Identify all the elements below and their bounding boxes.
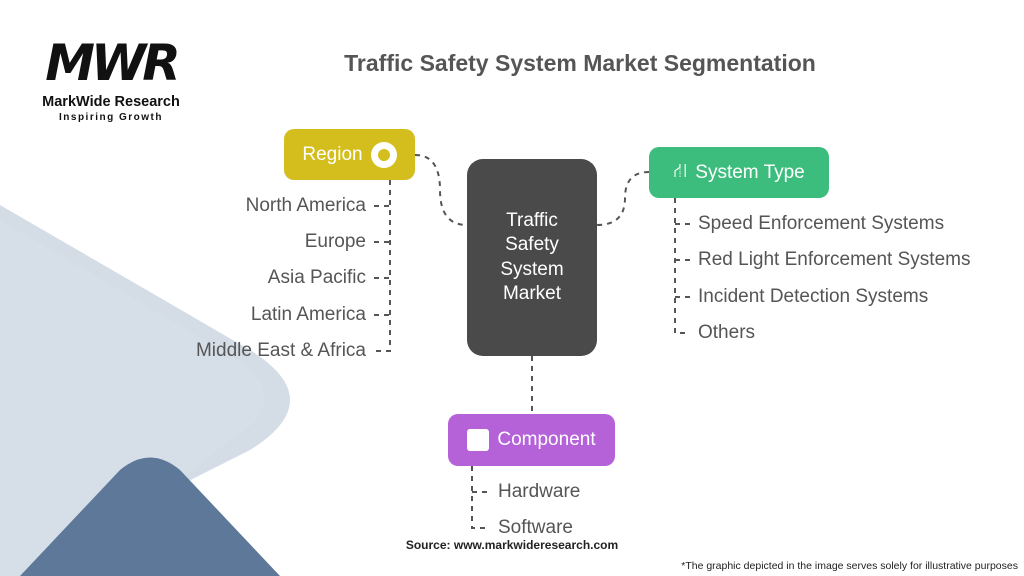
system-type-node: ⛙ System Type <box>649 147 829 198</box>
connector-system-type <box>596 171 650 226</box>
logo-name: MarkWide Research <box>42 94 180 110</box>
region-label: Region <box>302 143 363 165</box>
component-node: Component <box>448 414 615 466</box>
system-type-label: System Type <box>695 161 805 183</box>
disclaimer-note: *The graphic depicted in the image serve… <box>681 560 1018 572</box>
road-icon: ⛙ <box>673 160 688 182</box>
globe-icon <box>370 141 397 168</box>
region-item: Latin America <box>250 304 366 325</box>
component-item: Hardware <box>498 481 581 502</box>
center-node: Traffic Safety System Market <box>467 159 597 356</box>
center-label: Traffic Safety System Market <box>500 209 564 305</box>
page-title: Traffic Safety System Market Segmentatio… <box>344 50 816 76</box>
component-item: Software <box>498 517 573 538</box>
logo-tagline: Inspiring Growth <box>59 112 163 123</box>
region-item: Europe <box>304 231 366 252</box>
source-text: Source: www.markwideresearch.com <box>405 538 619 552</box>
region-item: Asia Pacific <box>267 267 366 288</box>
system-type-item: Others <box>698 322 756 343</box>
logo-mark: MWR <box>45 34 180 92</box>
box-icon <box>467 429 490 451</box>
region-node: Region <box>284 129 415 180</box>
system-type-item: Incident Detection Systems <box>698 286 929 307</box>
region-item: North America <box>245 195 366 216</box>
logo: MWR MarkWide Research Inspiring Growth <box>36 34 186 124</box>
connector-region <box>414 154 468 226</box>
component-label: Component <box>497 429 596 450</box>
region-item: Middle East & Africa <box>195 340 366 361</box>
system-type-item: Speed Enforcement Systems <box>698 213 945 234</box>
system-type-item: Red Light Enforcement Systems <box>698 249 971 270</box>
